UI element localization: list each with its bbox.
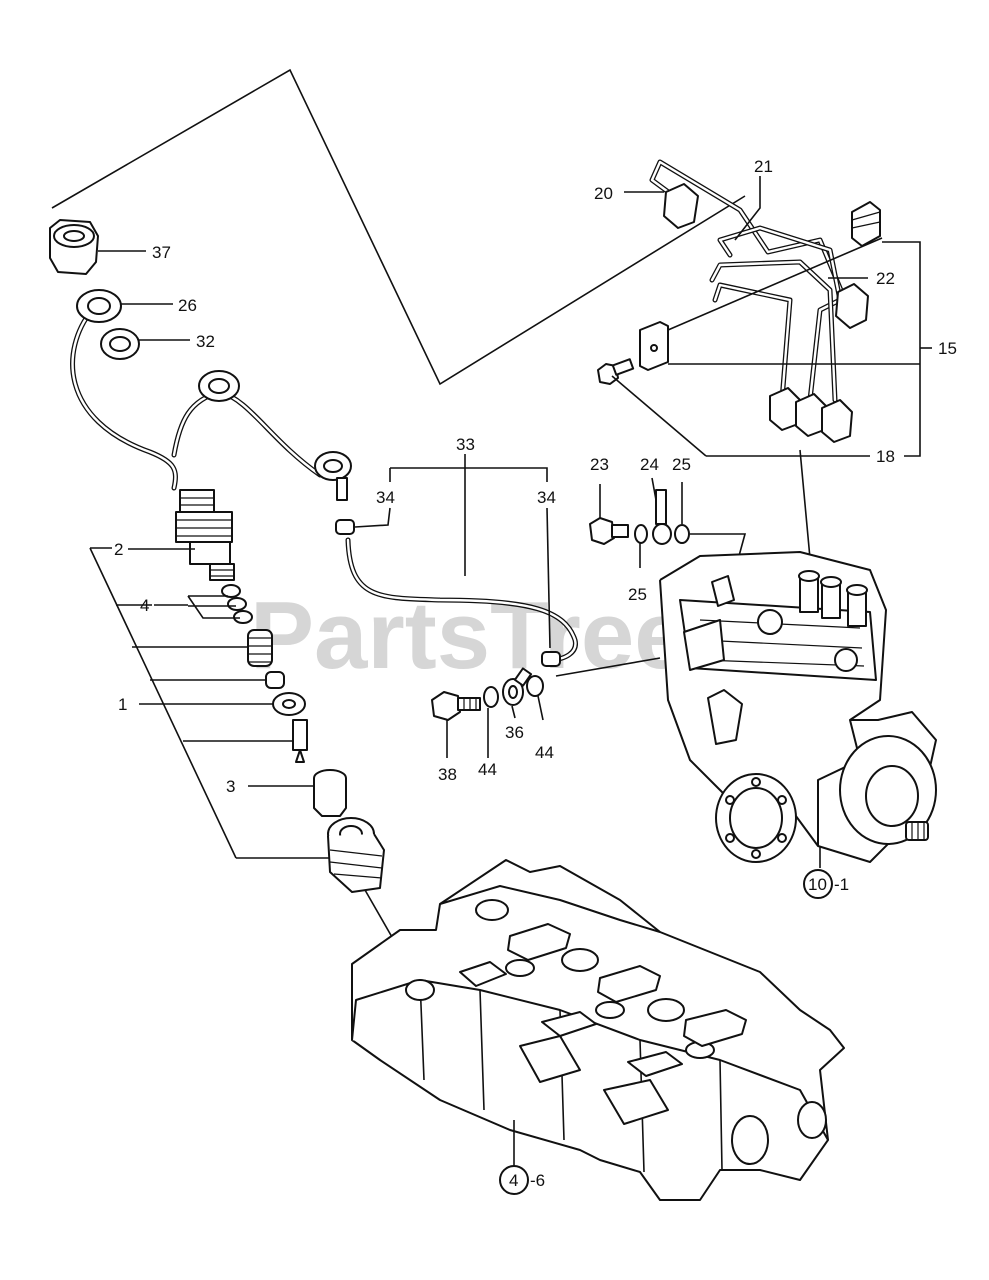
callout-34b: 34 <box>537 488 556 507</box>
callout-34a: 34 <box>376 488 395 507</box>
callout-18: 18 <box>876 447 895 466</box>
callout-25b: 25 <box>628 585 647 604</box>
pipe-clamp-upper <box>851 201 881 247</box>
ref-head: 4 -6 <box>499 1165 545 1195</box>
ref-head-suffix: -6 <box>530 1171 545 1190</box>
washer-25a <box>634 524 648 568</box>
needle-valve <box>292 719 308 763</box>
callout-36: 36 <box>505 723 524 742</box>
callout-38: 38 <box>438 765 457 784</box>
ref-pump: 10 -1 <box>803 869 849 899</box>
nozzle-holder-2 <box>175 489 235 581</box>
leak-off-hose-33 <box>335 519 578 667</box>
spring-seat <box>265 671 285 689</box>
callout-23: 23 <box>590 455 609 474</box>
washer-32 <box>100 328 140 360</box>
retaining-nut <box>327 817 385 893</box>
cylinder-head-4-6 <box>351 859 845 1201</box>
callout-32: 32 <box>196 332 215 351</box>
nozzle-nut-37 <box>49 219 99 275</box>
washer-44b <box>526 675 544 721</box>
pipe-clamp-lower <box>639 321 669 371</box>
callout-26: 26 <box>178 296 197 315</box>
ref-head-circle: 4 <box>509 1171 518 1190</box>
callout-15: 15 <box>938 339 957 358</box>
callout-labels: 37 26 32 2 4 1 3 33 34 34 38 44 36 44 23… <box>98 157 957 796</box>
callout-37: 37 <box>152 243 171 262</box>
callout-33: 33 <box>456 435 475 454</box>
callout-25a: 25 <box>672 455 691 474</box>
bolt-23 <box>589 484 629 545</box>
injection-pipes-assembly <box>649 159 869 443</box>
callout-44a: 44 <box>478 760 497 779</box>
injection-pump-10-1 <box>659 551 937 868</box>
callout-1: 1 <box>118 695 127 714</box>
washer-26 <box>76 289 122 323</box>
ref-pump-circle: 10 <box>808 875 827 894</box>
callout-21: 21 <box>754 157 773 176</box>
callout-20: 20 <box>594 184 613 203</box>
banjo-36 <box>502 667 533 719</box>
callout-3: 3 <box>226 777 235 796</box>
nozzle-spring <box>247 629 273 667</box>
banjo-24 <box>651 477 672 545</box>
eye-bolt-38 <box>431 691 481 758</box>
pipe-bracket-lines <box>611 176 932 581</box>
callout-44b: 44 <box>535 743 554 762</box>
callout-2: 2 <box>114 540 123 559</box>
washer-44a <box>483 686 499 758</box>
o-rings-4 <box>221 584 253 624</box>
callout-24: 24 <box>640 455 659 474</box>
nozzle-bracket-lines <box>89 547 330 859</box>
spacer-1 <box>272 692 306 716</box>
callout-4: 4 <box>140 596 149 615</box>
nozzle-body-3 <box>313 769 347 817</box>
hose-bracket-lines <box>354 454 661 677</box>
ref-pump-suffix: -1 <box>834 875 849 894</box>
clamp-bolt-18 <box>597 358 635 385</box>
pipe-group-outline <box>51 68 746 386</box>
callout-22: 22 <box>876 269 895 288</box>
injector-return-pipe <box>70 307 352 501</box>
